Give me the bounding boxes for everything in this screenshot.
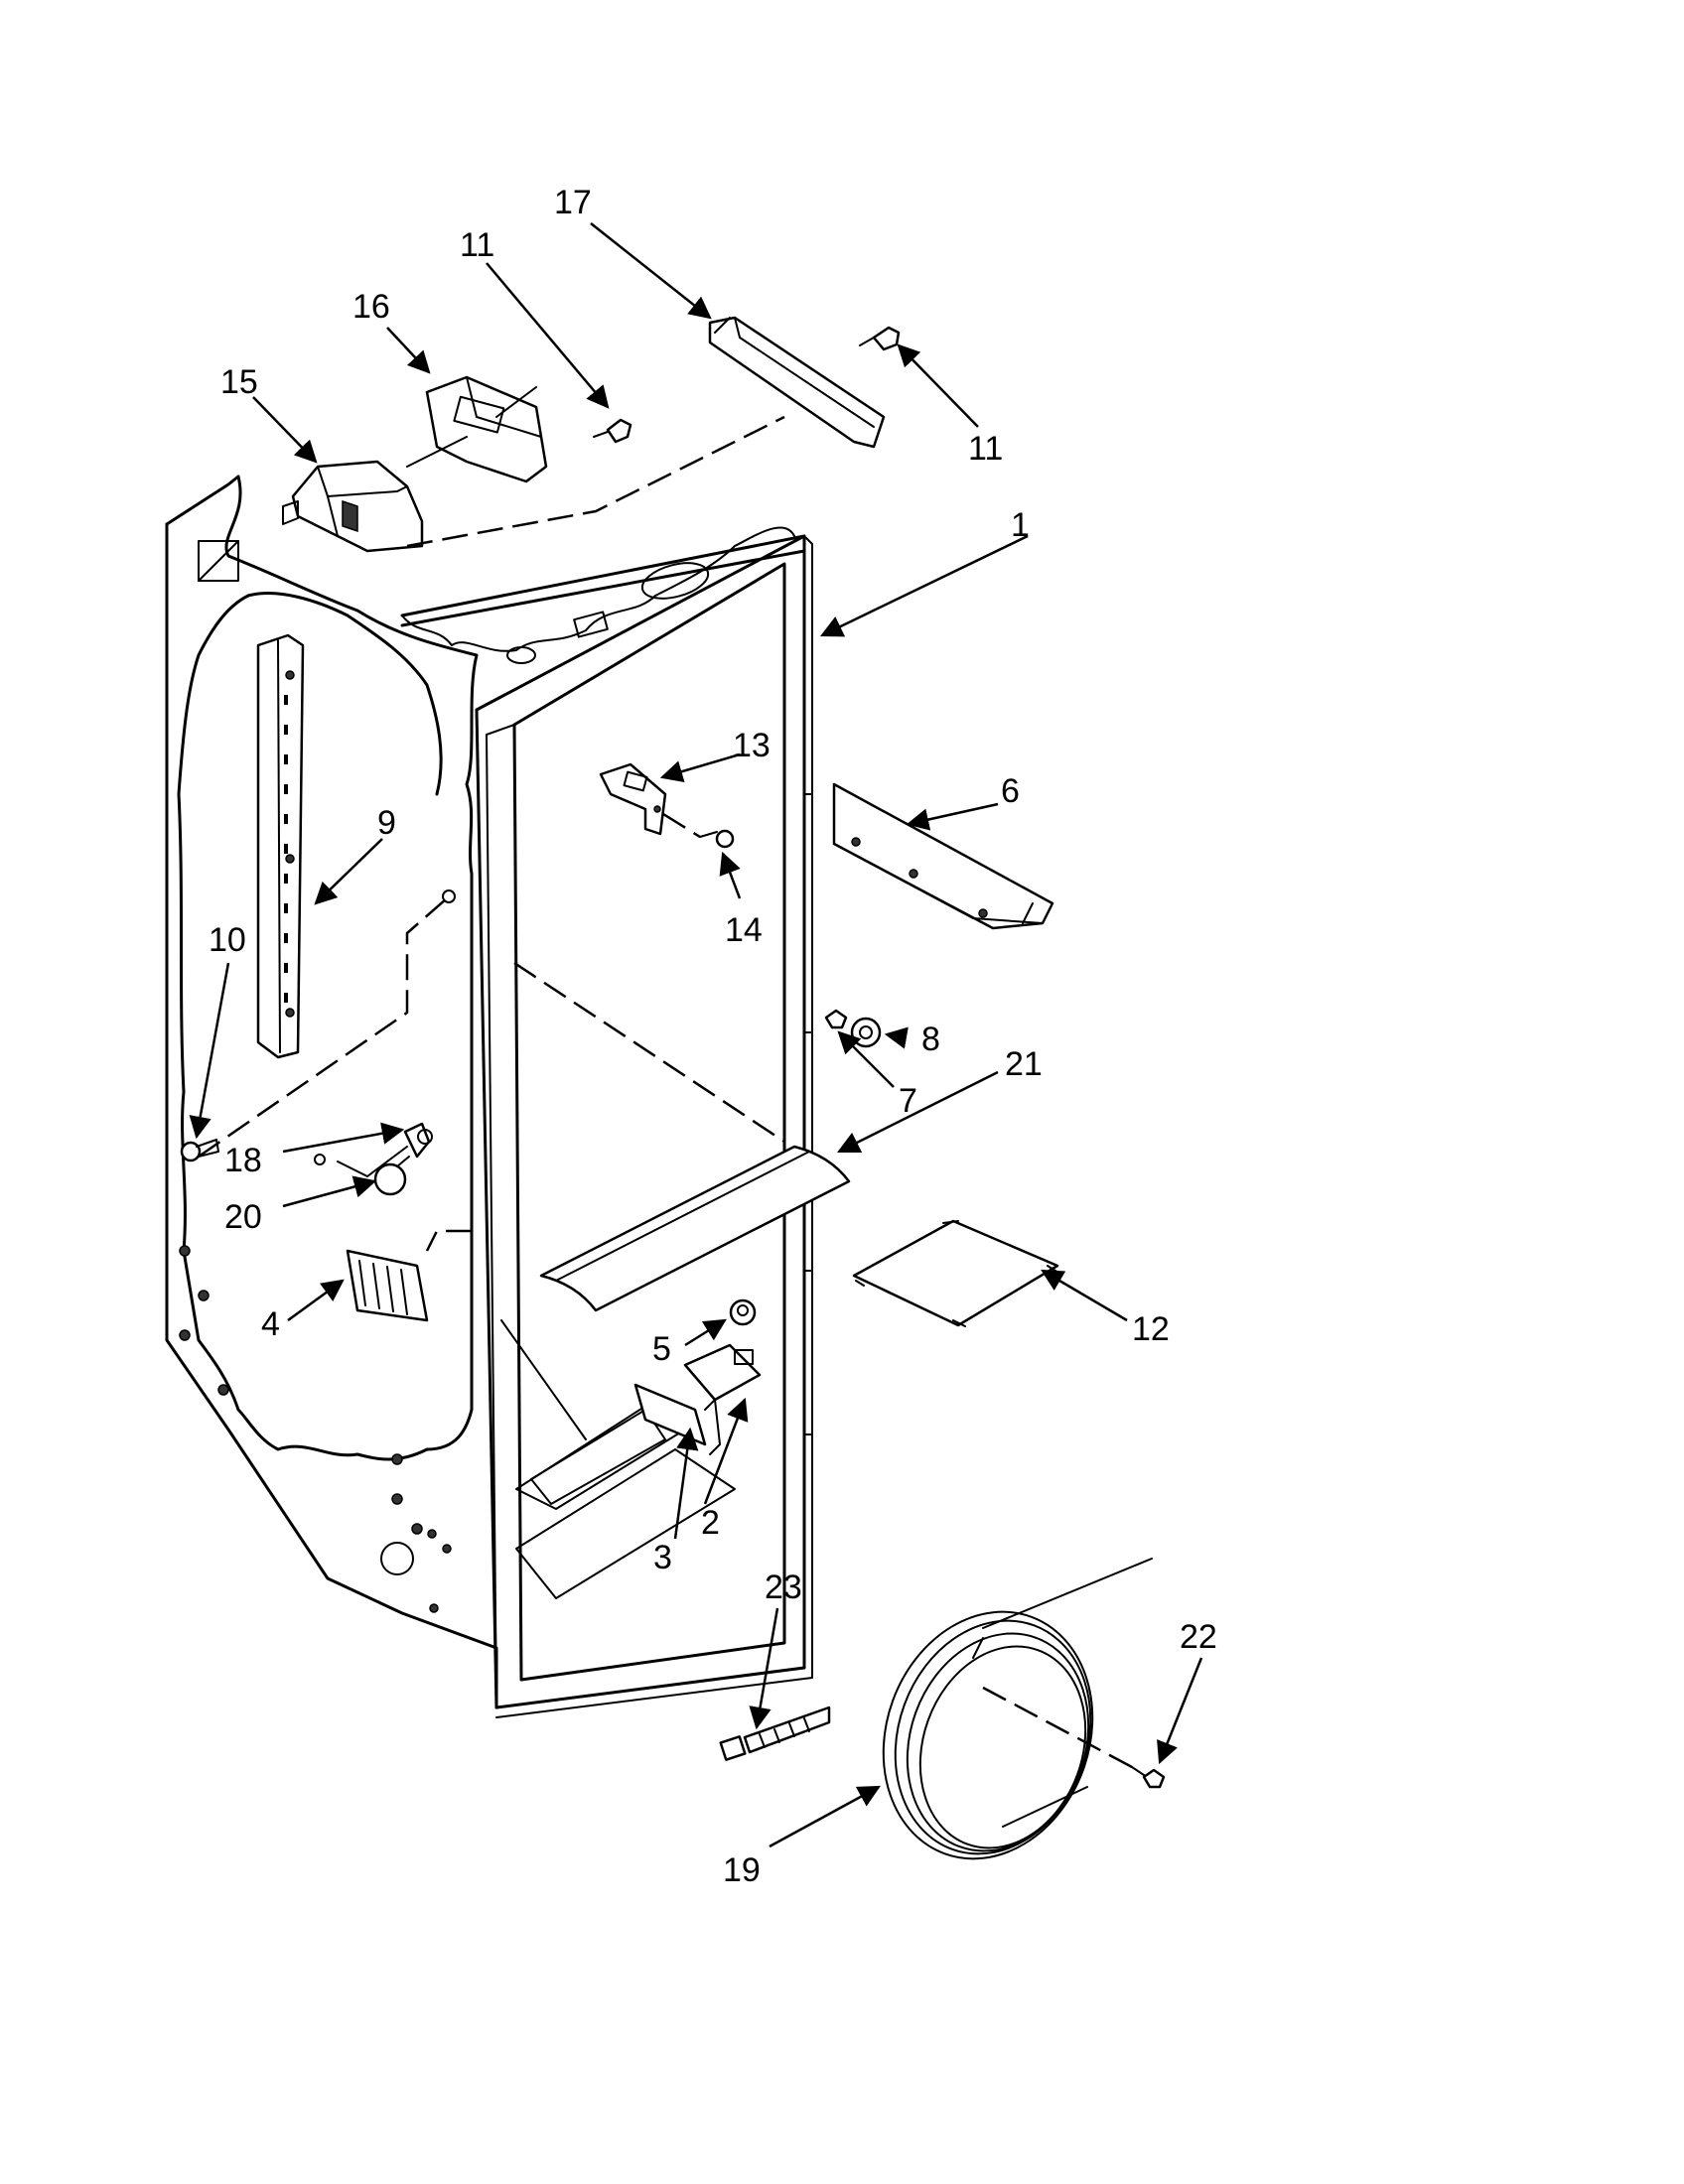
callout-21: 21 [1005, 1045, 1043, 1083]
control-housing [282, 460, 424, 553]
callout-11-right: 11 [968, 430, 1003, 468]
screw-22 [1131, 1766, 1166, 1789]
callout-18: 18 [224, 1142, 262, 1179]
callout-12: 12 [1132, 1310, 1170, 1348]
callout-7: 7 [899, 1082, 917, 1120]
screw-11b [859, 326, 901, 351]
callout-15: 15 [220, 363, 258, 401]
light-socket [314, 1122, 433, 1177]
callout-4: 4 [261, 1305, 280, 1343]
shelf-cover [539, 1145, 851, 1312]
coiled-tubing [882, 1558, 1153, 1860]
callout-22: 22 [1180, 1618, 1217, 1656]
screw-11a [593, 418, 632, 444]
spacer-8 [850, 1017, 882, 1048]
callout-10: 10 [209, 921, 246, 959]
callout-3: 3 [653, 1539, 672, 1576]
callout-19: 19 [723, 1851, 761, 1889]
vent-grille [346, 1249, 429, 1322]
glass-shelf [852, 1219, 1059, 1327]
callout-5: 5 [652, 1330, 671, 1368]
shelf-rail [256, 633, 305, 1059]
callout-13: 13 [733, 727, 771, 764]
callout-17: 17 [554, 184, 592, 221]
callout-23: 23 [765, 1569, 802, 1606]
top-channel [406, 316, 886, 548]
callout-16: 16 [352, 288, 390, 326]
screw-14 [699, 829, 735, 849]
light-bulb [373, 1156, 410, 1196]
callout-20: 20 [224, 1198, 262, 1236]
control-bracket [406, 375, 548, 483]
callout-labels: 1 2 3 4 5 6 7 8 9 10 11 11 12 13 14 15 1… [209, 184, 1217, 1889]
callout-8: 8 [921, 1021, 940, 1058]
callout-9: 9 [377, 804, 396, 842]
mounting-bracket [599, 762, 667, 836]
screw-10 [180, 1139, 219, 1162]
crisper-channel [832, 782, 1054, 930]
screw-7 [824, 1009, 848, 1029]
grommet [729, 1298, 757, 1326]
callout-2: 2 [701, 1504, 720, 1542]
cable-tie [719, 1706, 831, 1761]
callout-1: 1 [1011, 506, 1030, 544]
bracket-2 [683, 1343, 762, 1402]
leader-lines [189, 222, 1203, 1848]
cabinet-liner [165, 475, 813, 1718]
callout-6: 6 [1001, 772, 1020, 810]
callout-11-top: 11 [460, 226, 494, 264]
callout-14: 14 [725, 911, 763, 949]
bracket-3 [633, 1383, 721, 1455]
